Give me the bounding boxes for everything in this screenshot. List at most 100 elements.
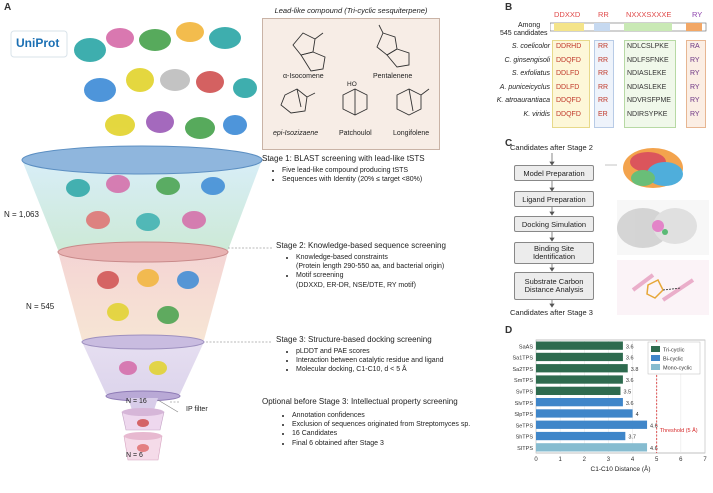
- legend-label: Tri-cyclic: [663, 348, 685, 354]
- species-name: C. ginsengisoli: [504, 56, 550, 64]
- panel-b-letter: B: [505, 2, 513, 13]
- x-axis-label: C1-C10 Distance (Å): [591, 464, 651, 473]
- x-tick-label: 6: [679, 457, 683, 463]
- panel-d-letter: D: [505, 325, 513, 336]
- x-tick-label: 0: [534, 457, 538, 463]
- patchoulol-ho-label: HO: [347, 81, 357, 88]
- y-category-label: SmTPS: [514, 378, 533, 384]
- bar-setps: [536, 420, 648, 429]
- workflow-step-binding-site: Binding Site Identification: [514, 242, 594, 264]
- species-name: A. puniceicyclus: [499, 83, 550, 91]
- bar-value-label: 3.5: [624, 390, 632, 396]
- motif-header-rr: RR: [598, 10, 609, 19]
- motif-ry-seq: RY: [690, 70, 700, 77]
- motif-ddxxd-seq: DDRHD: [556, 43, 582, 50]
- threshold-label: Threshold (5 Å): [660, 427, 698, 434]
- motif-rr-seq: RR: [598, 43, 609, 50]
- motif-nse-seq: NDLFSFNKE: [627, 56, 669, 64]
- motif-rr-seq: RR: [598, 83, 609, 91]
- y-category-label: ShTPS: [516, 435, 534, 441]
- sesquiterpene-structures-icon: [280, 24, 430, 116]
- workflow-top-label: Candidates after Stage 2: [510, 143, 593, 152]
- compound-name-pentalenene: Pentalenene: [373, 73, 413, 80]
- bar-value-label: 3.7: [628, 435, 636, 441]
- y-category-label: Sa2TPS: [513, 367, 534, 373]
- motif-header-ry: RY: [692, 10, 703, 19]
- motif-col-rr-bg: [594, 40, 614, 128]
- compound-name-longifolene: Longifolene: [393, 130, 430, 137]
- motif-ry-seq: RY: [690, 56, 700, 64]
- bar-value-label: 3.6: [626, 356, 634, 362]
- motif-nse-seq: NDIASLEKE: [627, 70, 667, 77]
- stage3-bullet-3: Molecular docking, C1-C10, d < 5 Å: [296, 366, 501, 374]
- compound-name-isocomene: α-Isocomene: [283, 73, 324, 80]
- stage1-bullet-1: Five lead-like compound producing tSTS: [282, 167, 492, 175]
- bar-sa2tps: [536, 364, 628, 373]
- workflow-step-model-preparation: Model Preparation: [514, 165, 594, 181]
- among-candidates-label: 545 candidates: [500, 30, 548, 37]
- stage1-bullet-2: Sequences with Identity (20% ≤ target <8…: [282, 176, 492, 184]
- y-category-label: Sa1TPS: [513, 356, 534, 362]
- bar-sa1tps: [536, 352, 623, 362]
- legend-label: Mono-cyclic: [663, 366, 692, 372]
- x-tick-label: 3: [607, 457, 611, 463]
- compound-name-patchoulol: Patchoulol: [339, 130, 372, 137]
- compound-name-epi-isozizaene: epi-Isozizaene: [273, 130, 319, 137]
- species-name: S. coelicolor: [511, 43, 550, 50]
- x-tick-label: 7: [703, 457, 707, 463]
- bar-value-label: 3.6: [626, 401, 634, 407]
- motif-col-ddxxd-bg: [552, 40, 590, 128]
- y-category-label: SaAS: [519, 344, 533, 350]
- motif-ddxxd-seq: DDQFD: [556, 97, 581, 104]
- motif-header-ddxxd: DDXXD: [554, 10, 581, 19]
- ip-bullet-1: Annotation confidences: [292, 412, 502, 420]
- bar-saas: [536, 341, 623, 350]
- bar-slptps: [536, 409, 633, 418]
- motif-nse-seq: NDLCSLPKE: [627, 43, 669, 50]
- docking-images: [605, 140, 709, 315]
- species-name: K. atroaurantiaca: [496, 97, 550, 104]
- among-label: Among: [518, 22, 541, 29]
- ip-filter-label: IP filter: [186, 406, 208, 413]
- x-tick-label: 2: [583, 457, 587, 463]
- ip-bullet-2: Exclusion of sequences originated from S…: [292, 421, 502, 429]
- bar-value-label: 3.6: [626, 378, 634, 384]
- sequence-bar: [550, 22, 707, 32]
- legend-swatch-tri-cyclic: [651, 346, 660, 352]
- motif-header-nse: NXXXSXXXE: [626, 10, 672, 19]
- y-category-label: SITPS: [517, 446, 533, 452]
- funnel-count-ip: N = 16: [126, 398, 147, 405]
- workflow-step-docking-simulation: Docking Simulation: [514, 216, 594, 232]
- stage1-title: Stage 1: BLAST screening with lead-like …: [262, 154, 425, 163]
- y-category-label: SeTPS: [516, 423, 534, 429]
- bar-smtps: [536, 375, 623, 384]
- y-category-label: SlpTPS: [514, 412, 533, 418]
- motif-rr-seq: RR: [598, 97, 609, 104]
- uniprot-logo-icon: [10, 30, 68, 58]
- x-tick-label: 1: [558, 457, 562, 463]
- screening-funnel: [21, 145, 263, 461]
- motif-ry-seq: RY: [690, 83, 700, 91]
- stage3-block: Stage 3: Structure-based docking screeni…: [276, 335, 501, 376]
- stage2-bullet-1: Knowledge-based constraints: [296, 254, 501, 262]
- protein-structures-cloud: [60, 10, 260, 155]
- bar-slvtps: [536, 398, 623, 407]
- legend-swatch-bi-cyclic: [651, 355, 660, 361]
- panel-a-letter: A: [4, 2, 12, 13]
- x-tick-label: 5: [655, 457, 659, 463]
- x-tick-label: 4: [631, 457, 635, 463]
- stage3-bullet-2: Interaction between catalytic residue an…: [296, 357, 501, 365]
- ip-bullet-4: Final 6 obtained after Stage 3: [292, 440, 502, 448]
- species-name: S. exfoliatus: [511, 70, 550, 77]
- motif-ddxxd-seq: DDQFD: [556, 56, 581, 64]
- motif-nse-seq: NDVRSFPME: [627, 97, 671, 104]
- stage3-title: Stage 3: Structure-based docking screeni…: [276, 335, 432, 344]
- motif-ry-seq: RY: [690, 110, 700, 118]
- motif-col-ry-bg: [686, 40, 706, 128]
- motif-ry-seq: RY: [690, 97, 700, 104]
- workflow-step-ligand-preparation: Ligand Preparation: [514, 191, 594, 207]
- motif-ddxxd-seq: DDLFD: [556, 70, 580, 77]
- bar-value-label: 4.6: [650, 446, 658, 452]
- stage1-block: Stage 1: BLAST screening with lead-like …: [262, 154, 492, 185]
- funnel-count-stage2: N = 545: [26, 302, 55, 311]
